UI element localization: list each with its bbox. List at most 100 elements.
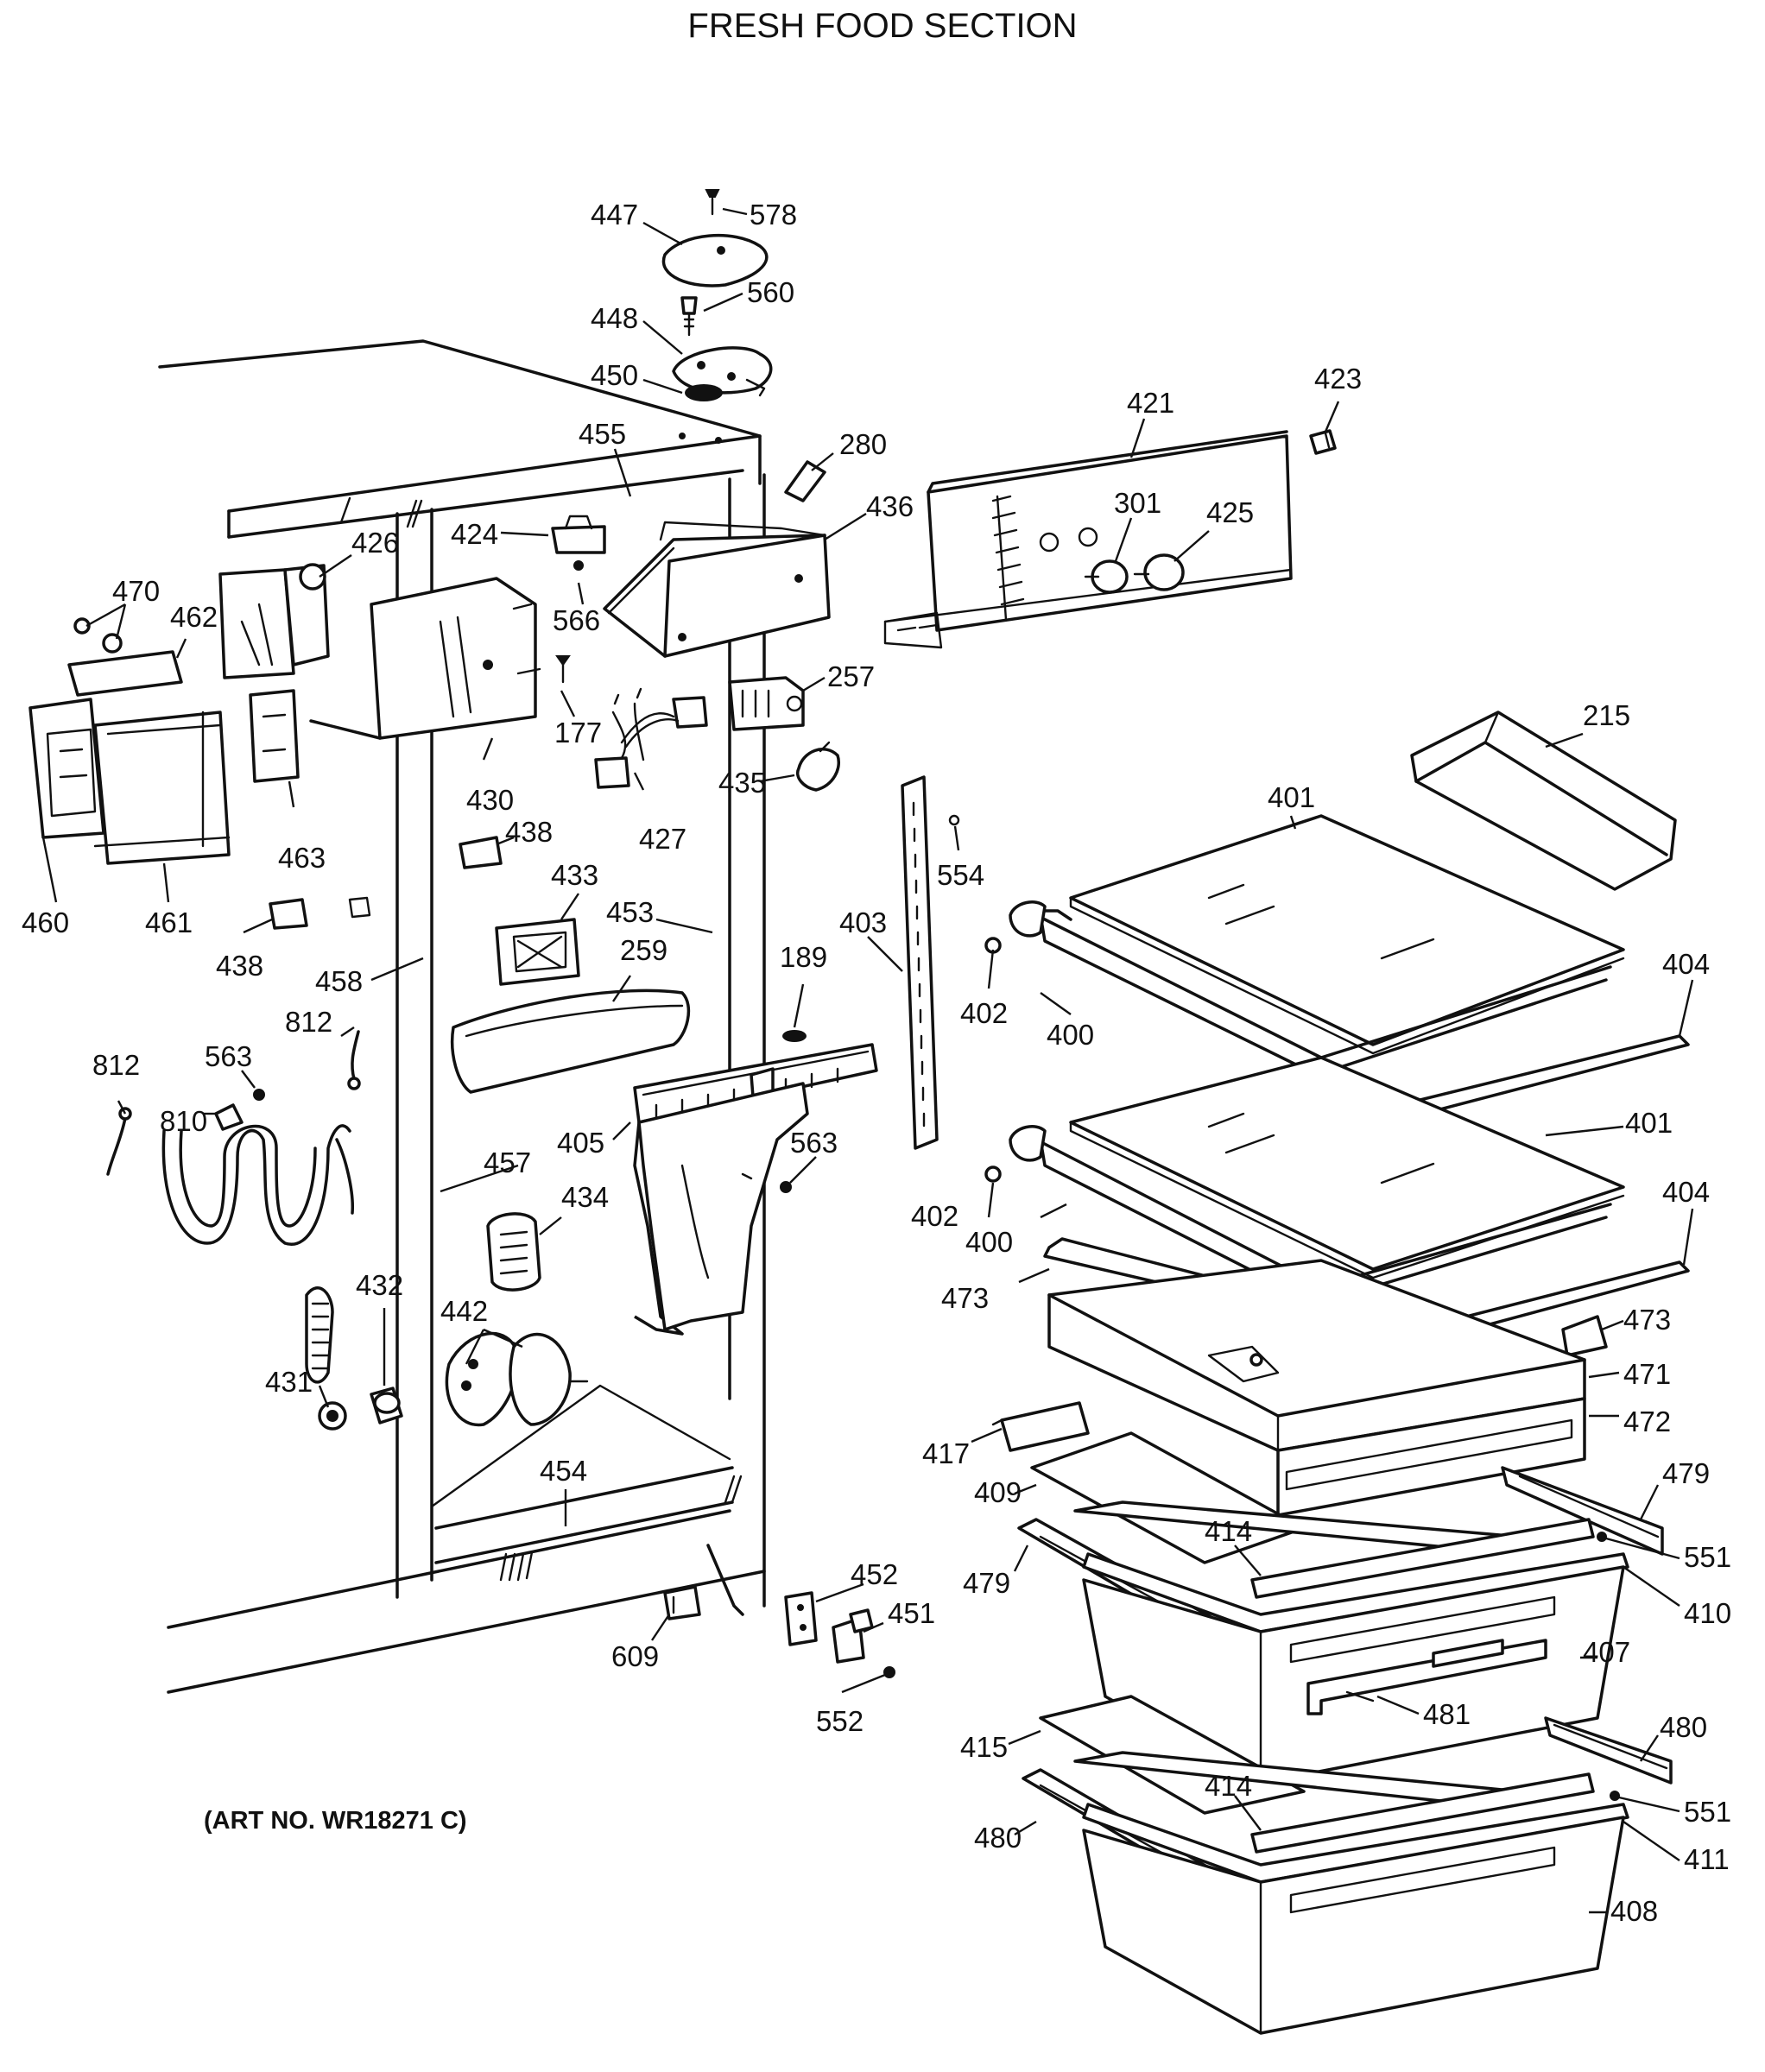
part-label: 410: [1684, 1597, 1731, 1629]
part-label: 415: [960, 1731, 1008, 1763]
part-label: 426: [351, 527, 399, 559]
screw-566: [573, 560, 584, 571]
part-label: 177: [554, 717, 602, 749]
part-label: 447: [591, 199, 638, 231]
screw-578: [705, 189, 720, 216]
leader-lines: [41, 207, 1694, 1914]
screw-563b: [780, 1181, 792, 1193]
part-label: 400: [1047, 1019, 1094, 1051]
part-label: 554: [937, 859, 984, 891]
screw-551b: [1610, 1791, 1620, 1801]
part-label: 452: [851, 1558, 898, 1590]
grommet-470: [73, 617, 123, 654]
part-label: 404: [1662, 948, 1710, 980]
part-label: 457: [484, 1147, 531, 1178]
part-label: 400: [965, 1226, 1013, 1258]
part-label: 472: [1623, 1406, 1671, 1437]
part-label: 812: [92, 1049, 140, 1081]
glide-417: [991, 1401, 1090, 1452]
part-label: 431: [265, 1366, 313, 1398]
part-label: 563: [205, 1040, 252, 1072]
part-label: 402: [960, 997, 1008, 1029]
knob-301: [1084, 559, 1129, 594]
part-label: 421: [1127, 387, 1174, 419]
part-label: 551: [1684, 1796, 1731, 1828]
part-609: [663, 1585, 701, 1620]
part-label: 438: [505, 816, 553, 848]
air-duct-430: [309, 577, 541, 740]
part-label: 481: [1423, 1698, 1471, 1730]
part-189: [782, 1030, 807, 1042]
screw-551a: [1597, 1532, 1607, 1542]
drawer-cover-414a: [1073, 1500, 1595, 1599]
part-label: 578: [750, 199, 797, 231]
bulb-socket-423: [1309, 429, 1337, 455]
part-label: 402: [911, 1200, 958, 1232]
part-label: 436: [866, 490, 914, 522]
switch-424: [551, 515, 606, 554]
thermostat-knob-cover: [661, 233, 769, 287]
part-label: 411: [1684, 1843, 1730, 1875]
part-label: 473: [941, 1282, 989, 1314]
part-label: 414: [1205, 1770, 1252, 1802]
part-label: 455: [579, 418, 626, 450]
damper-442: [445, 1331, 589, 1427]
light-housing: [603, 521, 831, 658]
shelf-glass-401a: [1069, 814, 1625, 1055]
part-label: 424: [451, 518, 498, 550]
screw-554: [948, 814, 960, 826]
part-label: 301: [1114, 487, 1161, 519]
part-label: 461: [145, 906, 193, 938]
slide-rail-480a: [1544, 1716, 1673, 1785]
housing-461: [93, 711, 231, 865]
part-label: 560: [747, 276, 794, 308]
control-panel: [883, 430, 1293, 649]
art-number: (ART NO. WR18271 C): [204, 1807, 467, 1835]
part-label: 450: [591, 359, 638, 391]
part-label: 423: [1314, 363, 1362, 395]
shelf-ladder-403: [901, 775, 939, 1150]
part-label: 417: [922, 1437, 970, 1469]
part-label: 403: [839, 906, 887, 938]
screw-177: [555, 655, 571, 684]
gasket-450: [685, 384, 723, 401]
part-label: 453: [606, 896, 654, 928]
part-label: 427: [639, 823, 686, 855]
drawer-front-411: [1082, 1803, 1629, 1884]
bracket-463: [249, 689, 300, 783]
part-label: 435: [718, 767, 766, 799]
part-label: 479: [963, 1567, 1010, 1599]
screw-552: [883, 1666, 895, 1678]
part-label: 442: [440, 1295, 488, 1327]
part-label: 454: [540, 1455, 587, 1487]
hook-402a: [984, 900, 1047, 954]
thermostat-426: [218, 563, 330, 679]
part-label: 409: [974, 1476, 1022, 1508]
duct-405: [633, 1043, 878, 1336]
part-label: 479: [1662, 1457, 1710, 1489]
screw-563a: [253, 1089, 265, 1101]
part-label: 215: [1583, 699, 1630, 731]
hinge-451: [832, 1608, 874, 1664]
crisper-pan-471: [1047, 1259, 1586, 1452]
damper-control-housing: [672, 346, 773, 397]
part-label: 470: [112, 575, 160, 607]
shelf-glass-401b: [1069, 1056, 1625, 1279]
part-label: 257: [827, 660, 875, 692]
part-label: 471: [1623, 1358, 1671, 1390]
part-label: 280: [839, 428, 887, 460]
bin-215: [1410, 711, 1677, 891]
part-label: 432: [356, 1269, 403, 1301]
part-label: 425: [1206, 496, 1254, 528]
part-label: 563: [790, 1127, 838, 1159]
cover-415: [1039, 1695, 1306, 1815]
light-bulb-280: [784, 460, 826, 502]
part-label: 480: [1660, 1711, 1707, 1743]
wire-harness-427: [594, 687, 708, 789]
part-label: 438: [216, 950, 263, 982]
part-label: 189: [780, 941, 827, 973]
drawer-408: [1082, 1816, 1625, 2035]
part-label: 566: [553, 604, 600, 636]
part-label: 404: [1662, 1176, 1710, 1208]
